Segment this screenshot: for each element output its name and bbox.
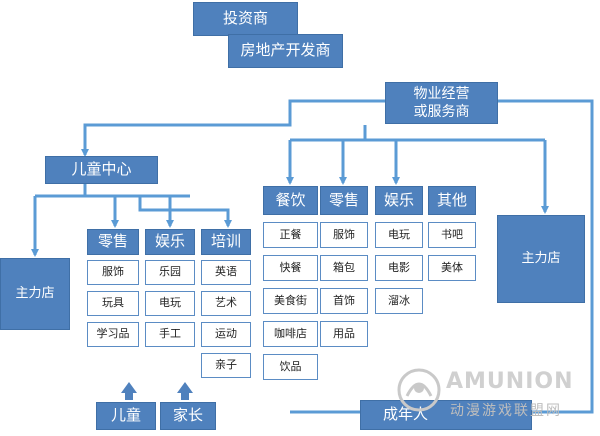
entertainment-header: 娱乐 xyxy=(375,186,423,215)
children-entertainment-item: 手工 xyxy=(145,322,195,347)
child-consumer-box: 儿童 xyxy=(96,402,156,430)
other-title: 其他 xyxy=(436,190,467,209)
item-label: 亲子 xyxy=(215,358,237,372)
retail-header: 零售 xyxy=(320,186,368,215)
watermark-subtitle: 动漫游戏联盟网 xyxy=(450,403,562,419)
item-label: 首饰 xyxy=(333,293,355,307)
item-label: 箱包 xyxy=(333,260,355,274)
entertainment-item: 溜冰 xyxy=(375,288,423,314)
parent-consumer-box: 家长 xyxy=(160,402,216,430)
entertainment-item: 电玩 xyxy=(375,222,423,248)
item-label: 电玩 xyxy=(159,296,181,310)
item-label: 服饰 xyxy=(102,265,124,279)
children-retail-header: 零售 xyxy=(87,229,139,255)
children-training-header: 培训 xyxy=(201,229,251,255)
watermark-logo-icon xyxy=(397,368,441,412)
property-management-label: 物业经营 或服务商 xyxy=(413,85,470,120)
children-entertainment-header: 娱乐 xyxy=(145,229,195,255)
children-training-title: 培训 xyxy=(210,232,241,251)
item-label: 英语 xyxy=(215,265,237,279)
children-retail-item: 服饰 xyxy=(87,260,139,285)
children-training-item: 亲子 xyxy=(201,353,251,378)
item-label: 书吧 xyxy=(441,227,463,241)
children-entertainment-title: 娱乐 xyxy=(154,232,185,251)
developer-box: 房地产开发商 xyxy=(228,34,343,68)
item-label: 正餐 xyxy=(279,227,302,241)
developer-label: 房地产开发商 xyxy=(240,41,331,60)
watermark-brand: AMUNION xyxy=(446,369,574,394)
item-label: 美食街 xyxy=(274,293,307,307)
item-label: 电玩 xyxy=(388,227,410,241)
item-label: 电影 xyxy=(388,260,410,274)
item-label: 艺术 xyxy=(215,296,237,310)
dining-item: 饮品 xyxy=(263,354,318,380)
item-label: 乐园 xyxy=(159,265,181,279)
property-management-box: 物业经营 或服务商 xyxy=(385,82,498,124)
anchor-store-right: 主力店 xyxy=(497,215,585,303)
anchor-store-right-label: 主力店 xyxy=(521,250,561,266)
other-header: 其他 xyxy=(428,186,476,215)
children-training-item: 运动 xyxy=(201,322,251,347)
retail-item: 首饰 xyxy=(320,288,368,314)
entertainment-title: 娱乐 xyxy=(383,190,414,209)
dining-item: 快餐 xyxy=(263,255,318,281)
dining-item: 咖啡店 xyxy=(263,321,318,347)
item-label: 溜冰 xyxy=(388,293,410,307)
item-label: 玩具 xyxy=(102,296,124,310)
dining-item: 美食街 xyxy=(263,288,318,314)
children-retail-item: 玩具 xyxy=(87,291,139,316)
investor-box: 投资商 xyxy=(193,2,298,36)
item-label: 快餐 xyxy=(279,260,302,274)
item-label: 手工 xyxy=(159,327,181,341)
other-item: 美体 xyxy=(428,255,476,281)
children-center-label: 儿童中心 xyxy=(71,160,132,179)
children-entertainment-item: 乐园 xyxy=(145,260,195,285)
item-label: 服饰 xyxy=(333,227,355,241)
children-center-box: 儿童中心 xyxy=(45,156,158,184)
up-arrow-icon xyxy=(177,382,193,400)
investor-label: 投资商 xyxy=(222,9,268,28)
retail-item: 箱包 xyxy=(320,255,368,281)
item-label: 学习品 xyxy=(96,327,130,341)
anchor-store-left: 主力店 xyxy=(0,258,70,330)
retail-item: 用品 xyxy=(320,321,368,347)
children-entertainment-item: 电玩 xyxy=(145,291,195,316)
anchor-store-left-label: 主力店 xyxy=(15,285,55,301)
children-training-item: 艺术 xyxy=(201,291,251,316)
item-label: 咖啡店 xyxy=(274,326,307,340)
children-training-item: 英语 xyxy=(201,260,251,285)
retail-item: 服饰 xyxy=(320,222,368,248)
up-arrow-icon xyxy=(121,382,137,400)
dining-item: 正餐 xyxy=(263,222,318,248)
dining-header: 餐饮 xyxy=(263,186,318,215)
retail-title: 零售 xyxy=(328,190,359,209)
children-retail-item: 学习品 xyxy=(87,322,139,347)
item-label: 美体 xyxy=(441,260,463,274)
item-label: 用品 xyxy=(333,326,355,340)
other-item: 书吧 xyxy=(428,222,476,248)
children-retail-title: 零售 xyxy=(97,232,128,251)
child-consumer-label: 儿童 xyxy=(110,406,141,425)
item-label: 饮品 xyxy=(279,359,302,373)
item-label: 运动 xyxy=(215,327,237,341)
dining-title: 餐饮 xyxy=(275,190,306,209)
parent-consumer-label: 家长 xyxy=(172,406,203,425)
entertainment-item: 电影 xyxy=(375,255,423,281)
